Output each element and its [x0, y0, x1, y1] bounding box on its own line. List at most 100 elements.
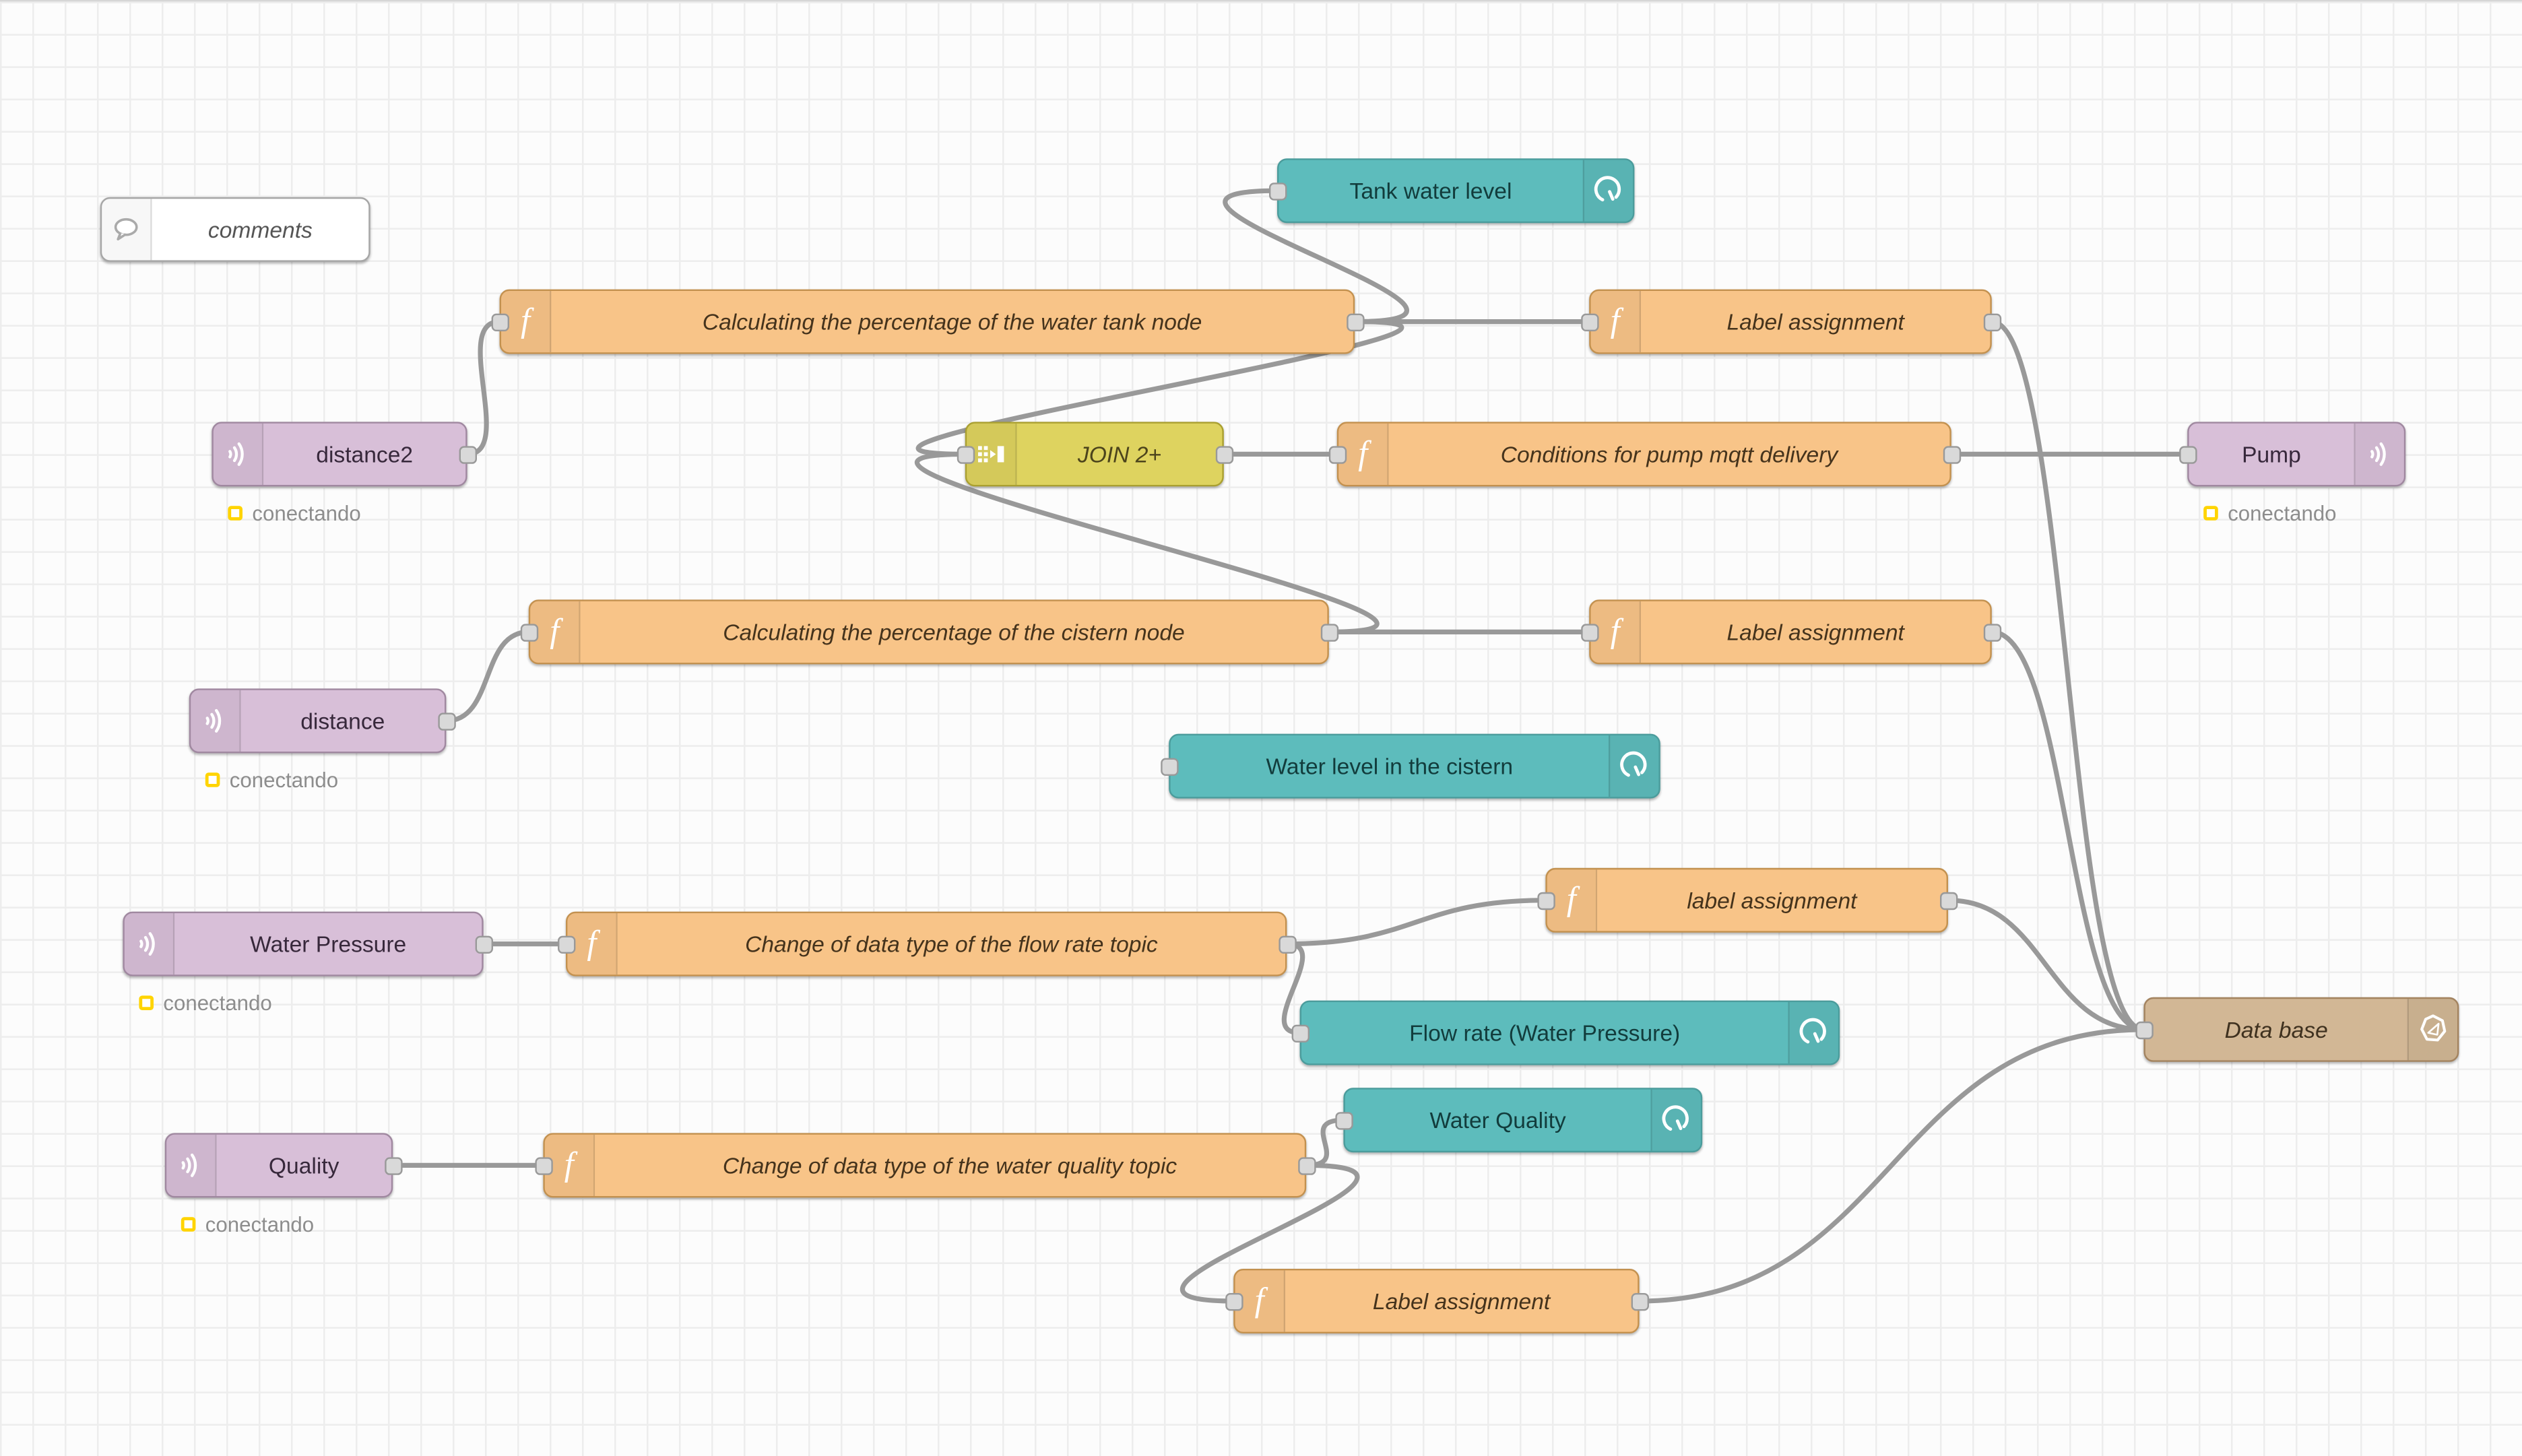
wire-label4-to-database[interactable]: [1637, 1027, 2147, 1304]
input-port[interactable]: [1328, 445, 1347, 463]
output-port[interactable]: [384, 1156, 402, 1174]
node-label: Tank water level: [1349, 178, 1512, 204]
input-port[interactable]: [1268, 182, 1287, 200]
output-port[interactable]: [1346, 312, 1364, 331]
node-label: Change of data type of the water quality…: [722, 1152, 1177, 1179]
node-cistern_gauge[interactable]: Water level in the cistern: [1169, 733, 1660, 799]
join-icon: [967, 423, 1017, 485]
status-label: conectando: [205, 1211, 315, 1236]
input-port[interactable]: [1580, 312, 1598, 331]
function-icon: f: [1590, 291, 1641, 353]
wire-label3-to-database[interactable]: [1945, 898, 2147, 1032]
output-port[interactable]: [1297, 1156, 1316, 1174]
status-ring-icon: [228, 505, 243, 520]
wire-label1-to-database[interactable]: [1989, 319, 2147, 1032]
node-flow_gauge[interactable]: Flow rate (Water Pressure): [1299, 1000, 1840, 1065]
input-port[interactable]: [956, 445, 974, 463]
node-label: Flow rate (Water Pressure): [1409, 1020, 1681, 1046]
node-label: Label assignment: [1726, 308, 1904, 335]
output-port[interactable]: [1320, 623, 1338, 641]
input-port[interactable]: [1160, 757, 1178, 775]
output-port[interactable]: [1982, 623, 2001, 641]
wire-calc_tank-to-tank_gauge[interactable]: [1223, 188, 1409, 325]
node-water_pressure[interactable]: Water Pressure: [123, 911, 484, 977]
node-comments[interactable]: comments: [100, 197, 370, 262]
wire-change_flow-to-label3[interactable]: [1284, 898, 1549, 947]
input-port[interactable]: [1225, 1292, 1243, 1311]
output-port[interactable]: [1630, 1292, 1648, 1311]
node-database[interactable]: Data base: [2143, 997, 2459, 1062]
input-port[interactable]: [556, 935, 575, 953]
signal-icon: [191, 690, 241, 752]
node-label2[interactable]: f Label assignment: [1589, 599, 1992, 665]
function-icon: f: [1235, 1270, 1286, 1332]
node-label: Water Pressure: [250, 931, 407, 957]
wire-label2-to-database[interactable]: [1989, 629, 2147, 1032]
signal-icon: [166, 1134, 217, 1197]
node-wq_gauge[interactable]: Water Quality: [1343, 1088, 1703, 1153]
node-status: conectando: [228, 501, 361, 524]
output-port[interactable]: [474, 935, 492, 953]
node-label: Water level in the cistern: [1266, 753, 1514, 779]
input-port[interactable]: [1537, 891, 1555, 909]
gauge-icon: [1582, 160, 1633, 222]
wire-calc_tank-to-join[interactable]: [915, 319, 1404, 457]
function-icon: f: [1590, 601, 1641, 663]
node-label: comments: [207, 216, 313, 242]
node-label: Calculating the percentage of the water …: [702, 308, 1202, 335]
node-label4[interactable]: f Label assignment: [1233, 1269, 1640, 1334]
function-icon: f: [567, 913, 618, 975]
node-status: conectando: [205, 768, 338, 791]
wire-change_flow-to-flow_gauge[interactable]: [1281, 941, 1305, 1036]
output-port[interactable]: [458, 445, 476, 463]
node-label: label assignment: [1687, 887, 1857, 913]
wire-distance2-to-calc_tank[interactable]: [465, 319, 503, 457]
input-port[interactable]: [2135, 1020, 2153, 1039]
node-label: JOIN 2+: [1077, 441, 1162, 467]
input-port[interactable]: [2178, 445, 2197, 463]
input-port[interactable]: [1334, 1111, 1353, 1129]
node-label: Label assignment: [1726, 619, 1904, 645]
node-label1[interactable]: f Label assignment: [1589, 289, 1992, 354]
node-label: Calculating the percentage of the cister…: [723, 619, 1185, 645]
status-ring-icon: [205, 772, 220, 787]
input-port[interactable]: [519, 623, 538, 641]
node-pump[interactable]: Pump: [2187, 422, 2406, 487]
input-port[interactable]: [534, 1156, 552, 1174]
node-join[interactable]: JOIN 2+: [965, 422, 1224, 487]
wire-change_quality-to-label4[interactable]: [1179, 1162, 1360, 1304]
input-port[interactable]: [1580, 623, 1598, 641]
input-port[interactable]: [1291, 1024, 1309, 1042]
status-ring-icon: [181, 1216, 196, 1231]
node-quality[interactable]: Quality: [164, 1133, 393, 1198]
output-port[interactable]: [1982, 312, 2001, 331]
comment-icon: [102, 199, 152, 261]
node-label: Label assignment: [1372, 1288, 1551, 1315]
function-icon: f: [1547, 869, 1598, 931]
node-label: Pump: [2242, 441, 2301, 467]
node-label: Data base: [2224, 1016, 2328, 1043]
node-distance2[interactable]: distance2: [212, 422, 467, 487]
output-port[interactable]: [437, 712, 455, 730]
output-port[interactable]: [1942, 445, 1960, 463]
node-tank_gauge[interactable]: Tank water level: [1277, 158, 1635, 224]
wire-distance-to-calc_cistern[interactable]: [443, 629, 531, 724]
wire-calc_cistern-to-join[interactable]: [914, 451, 1380, 635]
output-port[interactable]: [1215, 445, 1233, 463]
status-label: conectando: [163, 990, 272, 1014]
node-label3[interactable]: f label assignment: [1545, 867, 1948, 933]
db-icon: [2407, 999, 2458, 1061]
input-port[interactable]: [490, 312, 509, 331]
gauge-icon: [1609, 735, 1659, 797]
node-distance[interactable]: distance: [189, 688, 447, 754]
output-port[interactable]: [1939, 891, 1958, 909]
output-port[interactable]: [1278, 935, 1296, 953]
status-label: conectando: [2228, 500, 2337, 525]
